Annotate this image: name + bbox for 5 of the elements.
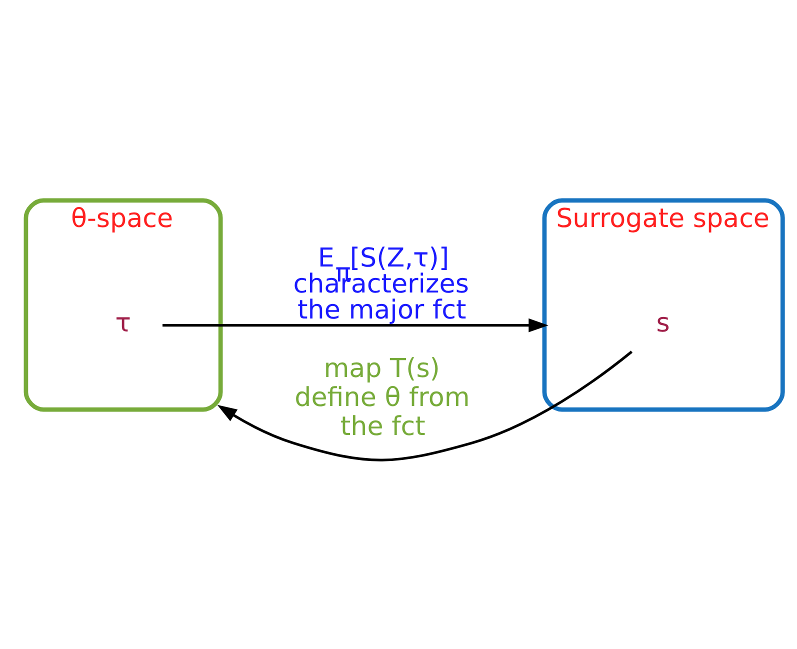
edge-label: map T(s) define θ from the fct [294, 354, 470, 442]
node-text: τ [115, 308, 132, 339]
arrow [162, 318, 548, 332]
arrow [217, 350, 633, 462]
node-text: s [656, 308, 670, 339]
